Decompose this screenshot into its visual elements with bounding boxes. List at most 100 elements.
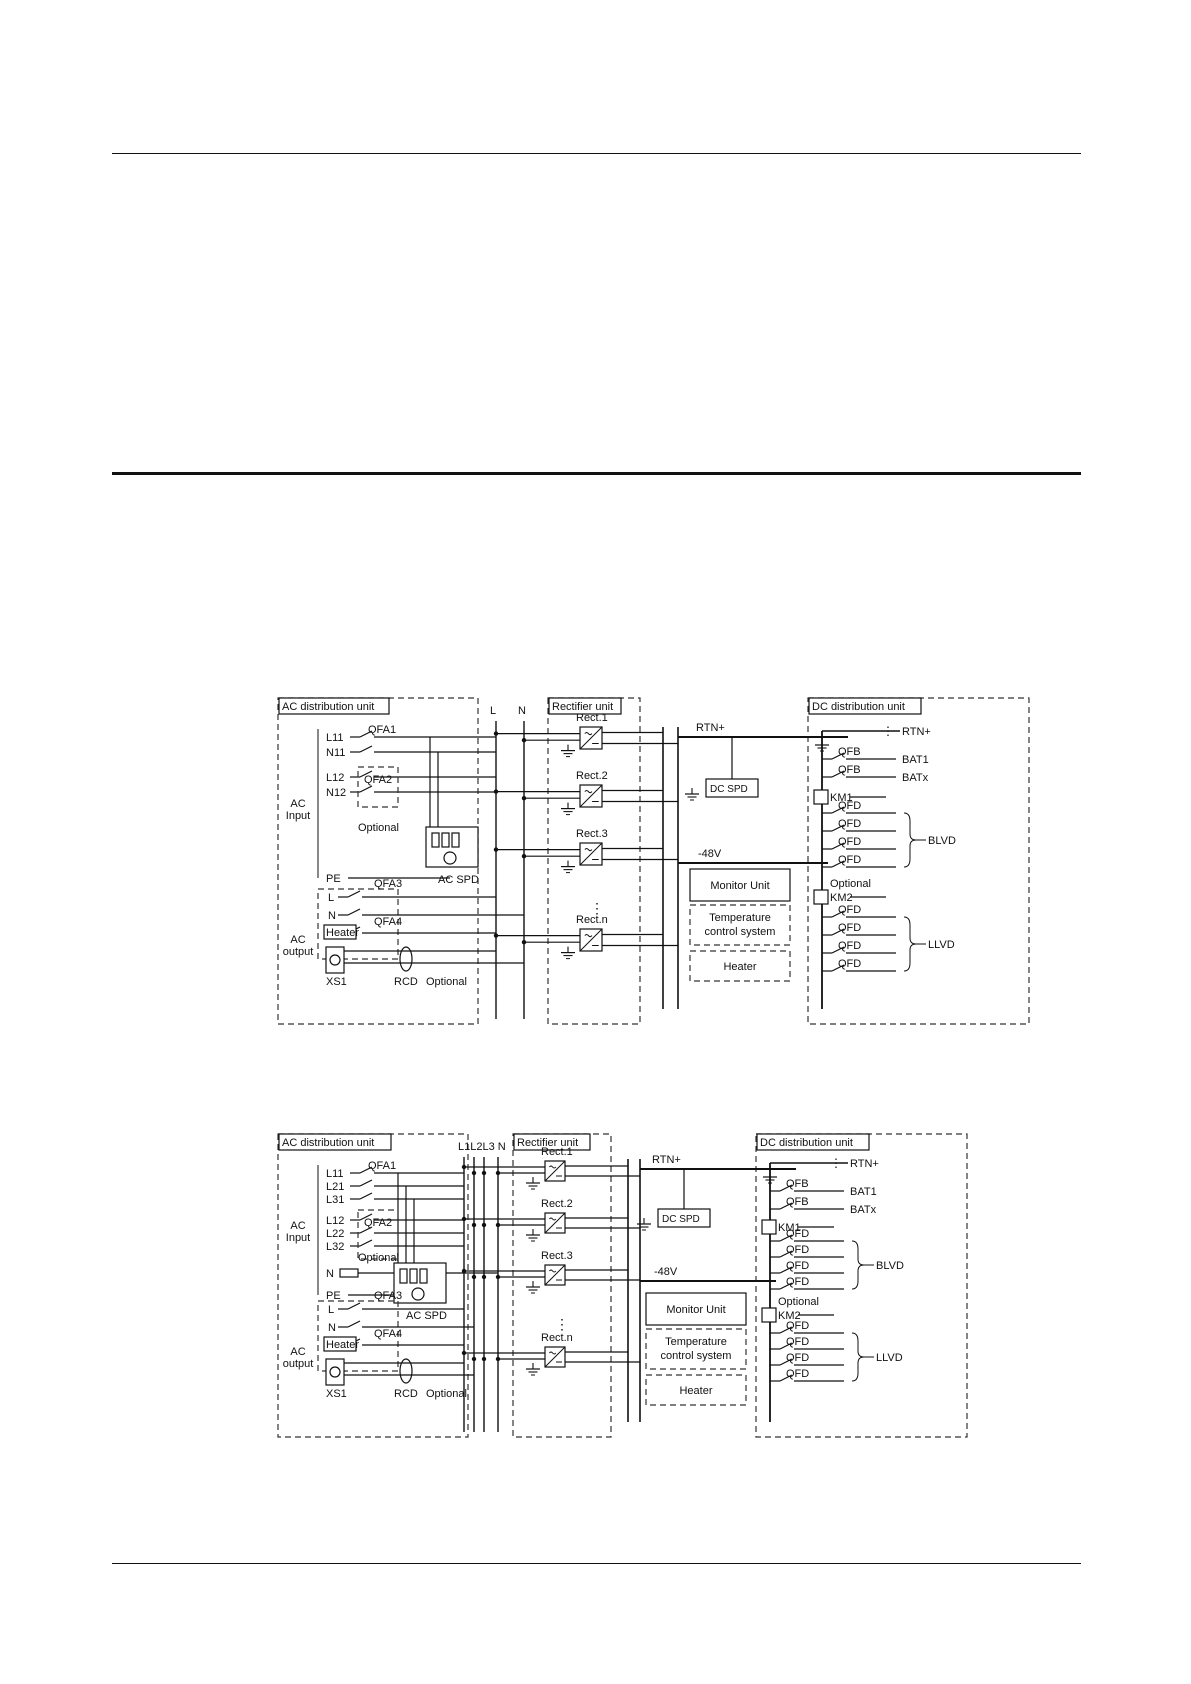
rtn-out-ellipsis: ⋮ [882,724,894,738]
rect-1-bus-dot-1 [521,796,527,801]
input-terminal-l11: L11 [326,732,344,744]
llvd-qfd-line-3-blade [831,964,845,972]
llvd-label: LLVD [876,1352,903,1364]
rect-3-bus-dot-1 [471,1356,477,1362]
ac-out-n-line-blade [347,1320,361,1328]
llvd-qfd-line-0-blade [779,1326,793,1334]
dc-unit-header: DC distribution unit [760,1137,853,1149]
bat1-label: BAT1 [902,754,929,766]
blvd-qfd-line-3-blade [831,860,845,868]
input-line-3-blade [359,785,373,793]
rcd-label: RCD [394,976,418,988]
dc-unit-header-box [808,697,922,715]
ac-spd-gap [411,1287,425,1301]
rect-3-bus-dot-0 [461,1350,467,1356]
heater-unit-label: Heater [679,1385,712,1397]
rectifier-1-diag [579,784,603,808]
blvd-qfd-line-0-blade [779,1234,793,1242]
km1-label: KM1 [830,792,853,804]
ac-spd-element-2 [451,832,460,848]
rect-3-bus-dot-3 [495,1356,501,1362]
rect-2-bus-dot-0 [493,847,499,852]
blvd-brace [903,812,917,868]
rectifier-3-ac-sym [549,1351,557,1355]
qfb-label-1: QFB [786,1196,809,1208]
heater-box-label: Heater [326,927,359,939]
blvd-label: BLVD [928,835,956,847]
input-line-3-blade [359,1213,373,1221]
llvd-qfd-label-1: QFD [786,1336,809,1348]
bat1-label: BAT1 [850,1186,877,1198]
llvd-qfd-label-3: QFD [786,1368,809,1380]
rect-3-bus-dot-0 [493,933,499,938]
blvd-qfd-label-0: QFD [786,1228,809,1240]
ac-out-l-line-blade [347,1302,361,1310]
heater-box [323,924,357,940]
rect-label-1: Rect.2 [576,770,608,782]
out-terminal-l: L [328,1304,334,1316]
rectifier-2-diag [579,842,603,866]
ac-output-label-1: AC [290,934,305,946]
blvd-label: BLVD [876,1260,904,1272]
rect-1-bus-dot-2 [481,1222,487,1228]
qfb-line-1-blade [779,1202,793,1210]
optional-input-label: Optional [358,1252,399,1264]
input-line-5-blade [359,1239,373,1247]
llvd-qfd-line-1-blade [831,928,845,936]
footer-rule [112,1563,1081,1564]
qfa4-label: QFA4 [374,1328,402,1340]
qfa3-label: QFA3 [374,1290,402,1302]
km2-coil [813,889,829,905]
temperature-control-box [645,1328,747,1370]
qfb-label-1: QFB [838,764,861,776]
km2-coil [761,1307,777,1323]
rtn-out-ellipsis: ⋮ [830,1156,842,1170]
heater-unit-box [645,1374,747,1406]
optional-output-label: Optional [426,976,467,988]
km1-label: KM1 [778,1222,801,1234]
blvd-qfd-line-0-blade [831,806,845,814]
input-terminal-l12: L12 [326,1215,344,1227]
ac-out-l-line-blade [347,890,361,898]
rectifier-3-ac-sym [584,934,593,938]
ac-spd-element-1 [409,1268,418,1284]
llvd-qfd-line-2-blade [779,1358,793,1366]
pe-terminal: PE [326,873,341,885]
rectifier-0-ac-sym [584,732,593,736]
blvd-qfd-label-3: QFD [786,1276,809,1288]
km2-label: KM2 [778,1310,801,1322]
ac-unit-header-box [278,1133,392,1151]
rect-ellipsis: ⋮ [590,900,604,916]
ac-bus-label-0: L [490,705,496,717]
rect-label-2: Rect.3 [576,828,608,840]
input-line-2-blade [359,1192,373,1200]
optional-dc-label: Optional [830,878,871,890]
qfa1-label: QFA1 [368,724,396,736]
blvd-qfd-label-0: QFD [838,800,861,812]
rect-2-bus-dot-1 [521,854,527,859]
km1-coil [813,789,829,805]
input-line-0-blade [359,730,373,738]
rectifier-3-diag [579,928,603,952]
rcd-coil [399,1358,413,1384]
input-terminal-l12: L12 [326,772,344,784]
rect-label-0: Rect.1 [576,712,608,724]
dc-spd-label: DC SPD [662,1214,700,1225]
rect-label-0: Rect.1 [541,1146,573,1158]
rect-label-2: Rect.3 [541,1250,573,1262]
optional-input-label: Optional [358,822,399,834]
rectifier-3-diag [544,1346,566,1368]
rtn-out-label: RTN+ [902,726,931,738]
input-terminal-l32: L32 [326,1241,344,1253]
input-terminal-l22: L22 [326,1228,344,1240]
llvd-label: LLVD [928,939,955,951]
dc-unit-header: DC distribution unit [812,701,905,713]
rect-label-1: Rect.2 [541,1198,573,1210]
ac-input-label-1: AC [290,798,305,810]
rect-unit-header-box [513,1133,591,1151]
llvd-qfd-label-2: QFD [786,1352,809,1364]
xs1-socket-face [329,954,341,966]
blvd-qfd-line-2-blade [779,1266,793,1274]
llvd-qfd-line-0-blade [831,910,845,918]
